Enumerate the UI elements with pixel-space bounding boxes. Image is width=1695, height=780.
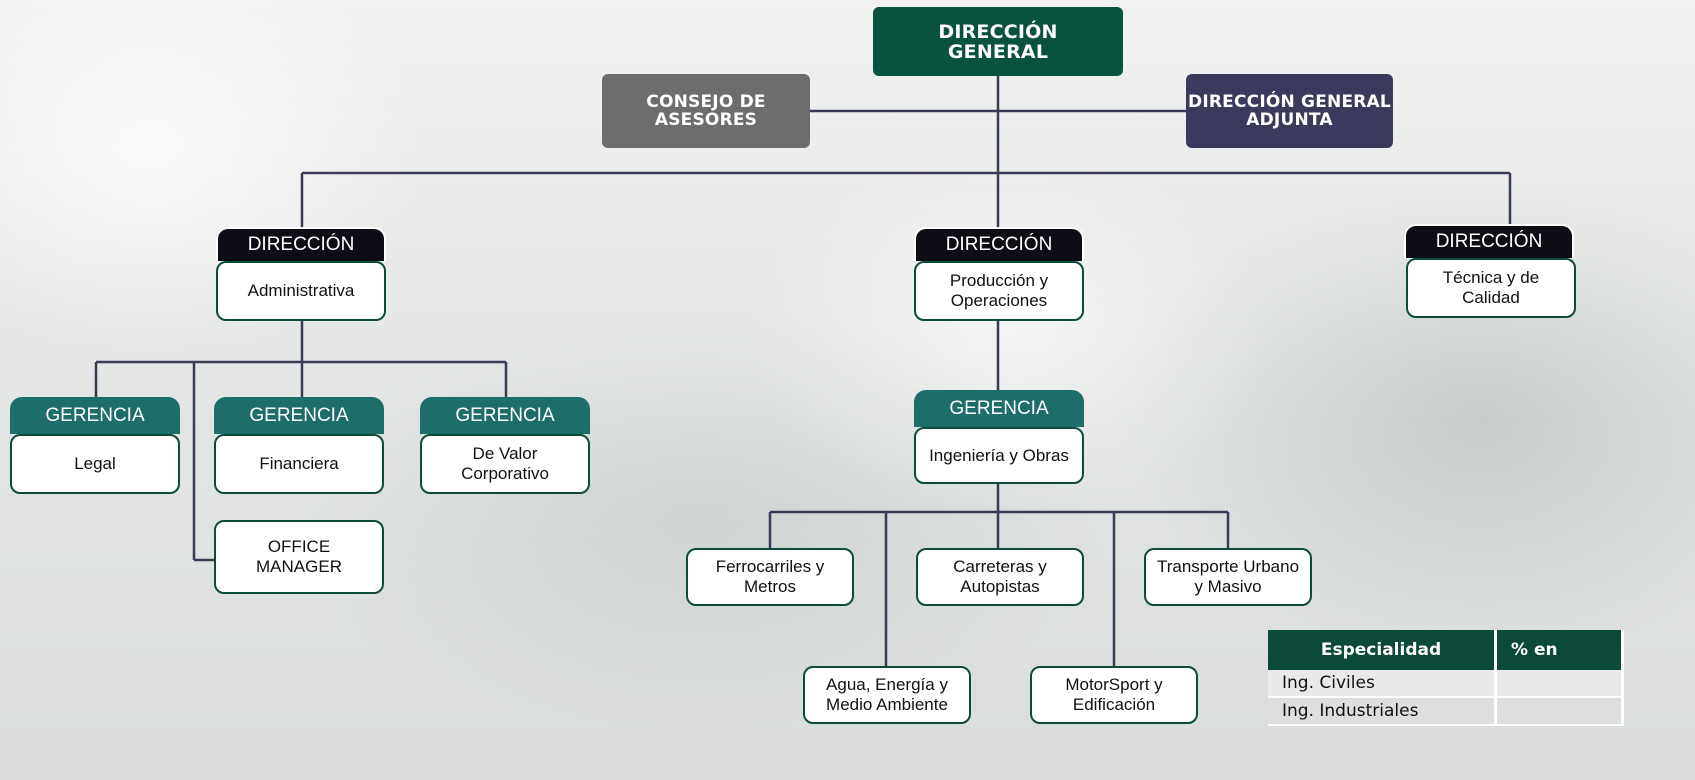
direccion-tecnica-box: Técnica y de Calidad (1406, 258, 1576, 318)
gerencia-legal-tab: GERENCIA (10, 397, 180, 434)
area-carreteras-box: Carreteras y Autopistas (916, 548, 1084, 606)
area-transporte-box: Transporte Urbano y Masivo (1144, 548, 1312, 606)
table-cell: Ing. Civiles (1268, 670, 1497, 698)
gerencia-ingenieria-tab: GERENCIA (914, 390, 1084, 427)
gerencia-valor-corporativo-box: De Valor Corporativo (420, 434, 590, 494)
table-row: Ing. Industriales (1268, 697, 1624, 726)
table-cell (1495, 697, 1624, 726)
gerencia-ingenieria-box: Ingeniería y Obras (914, 427, 1084, 484)
direccion-produccion-box: Producción y Operaciones (914, 261, 1084, 321)
table-cell (1495, 670, 1624, 698)
direccion-general-box: DIRECCIÓN GENERAL (873, 7, 1123, 76)
gerencia-valor-corporativo-tab: GERENCIA (420, 397, 590, 434)
specialty-header: Especialidad (1268, 630, 1497, 670)
direccion-produccion-tab: DIRECCIÓN (914, 227, 1084, 261)
area-ferrocarriles-box: Ferrocarriles y Metros (686, 548, 854, 606)
specialty-table: Especialidad % en Ing. Civiles Ing. Indu… (1268, 630, 1624, 726)
office-manager-box: OFFICE MANAGER (214, 520, 384, 594)
consejo-asesores-box: CONSEJO DE ASESORES (602, 74, 810, 148)
percent-header: % en (1495, 630, 1624, 670)
area-motorsport-box: MotorSport y Edificación (1030, 666, 1198, 724)
gerencia-financiera-tab: GERENCIA (214, 397, 384, 434)
table-row: Ing. Civiles (1268, 670, 1624, 698)
direccion-administrativa-box: Administrativa (216, 261, 386, 321)
direccion-tecnica-tab: DIRECCIÓN (1404, 224, 1574, 258)
direccion-general-adjunta-box: DIRECCIÓN GENERAL ADJUNTA (1186, 74, 1393, 148)
gerencia-legal-box: Legal (10, 434, 180, 494)
direccion-administrativa-tab: DIRECCIÓN (216, 227, 386, 261)
area-agua-energia-box: Agua, Energía y Medio Ambiente (803, 666, 971, 724)
gerencia-financiera-box: Financiera (214, 434, 384, 494)
table-cell: Ing. Industriales (1268, 697, 1497, 726)
